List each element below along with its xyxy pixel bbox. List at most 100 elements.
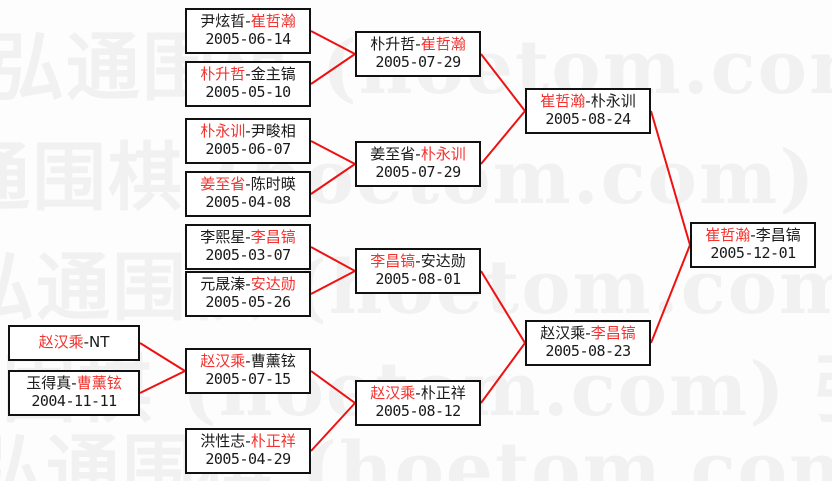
match-players: 元晟溱-安达勋 (200, 275, 296, 294)
player-a: 姜至省 (200, 175, 246, 194)
match-players: 赵汉乘-李昌镐 (540, 324, 636, 343)
player-b: 崔哲瀚 (420, 35, 466, 54)
connector-line (480, 342, 526, 404)
match-date: 2005-07-15 (205, 370, 291, 388)
player-b: 安达勋 (420, 252, 466, 271)
connector-line (139, 370, 186, 394)
match-players: 赵汉乘-朴正祥 (370, 384, 465, 403)
player-a: 赵汉乘 (540, 324, 586, 343)
match-players: 姜至省-朴永训 (370, 145, 465, 164)
match-date: 2005-08-12 (375, 402, 461, 420)
player-a: 崔哲瀚 (705, 226, 751, 245)
player-separator: - (415, 252, 421, 271)
match-players: 李昌镐-安达勋 (370, 252, 466, 271)
connector-line (480, 270, 526, 344)
player-b: NT (89, 333, 110, 352)
match-players: 姜至省-陈时暎 (200, 175, 296, 194)
player-a: 赵汉乘 (38, 333, 84, 352)
connector-line (310, 140, 356, 165)
player-separator: - (245, 122, 251, 141)
player-a: 姜至省 (370, 145, 416, 164)
connector-line (480, 53, 526, 112)
match-date: 2005-12-01 (710, 244, 796, 262)
player-a: 玉得真 (26, 374, 72, 393)
player-separator: - (245, 65, 251, 84)
player-b: 朴正祥 (250, 432, 296, 451)
match-date: 2005-05-26 (205, 293, 291, 311)
player-b: 安达勋 (250, 275, 296, 294)
player-separator: - (415, 384, 421, 403)
player-a: 李熙星 (200, 228, 246, 247)
player-a: 李昌镐 (370, 252, 416, 271)
match-date: 2005-08-23 (545, 342, 631, 360)
player-separator: - (750, 226, 756, 245)
player-separator: - (83, 333, 90, 352)
match-players: 朴永训-尹畯相 (200, 122, 296, 141)
match-date: 2005-08-24 (545, 110, 631, 128)
connector-line (139, 342, 186, 372)
player-a: 崔哲瀚 (540, 92, 586, 111)
player-b: 李昌镐 (755, 226, 801, 245)
match-date: 2005-04-29 (205, 450, 291, 468)
player-a: 朴永训 (200, 122, 246, 141)
player-separator: - (245, 228, 251, 247)
player-separator: - (415, 35, 421, 54)
match-players: 赵汉乘-NT (38, 333, 110, 352)
match-players: 崔哲瀚-李昌镐 (705, 226, 801, 245)
player-separator: - (245, 275, 251, 294)
player-b: 曹薰铉 (76, 374, 122, 393)
player-b: 李昌镐 (590, 324, 636, 343)
connector-line (310, 246, 356, 272)
match-date: 2005-05-10 (205, 83, 291, 101)
player-b: 尹畯相 (250, 122, 296, 141)
player-b: 朴永训 (590, 92, 636, 111)
connector-line (310, 163, 356, 195)
player-b: 李昌镐 (250, 228, 296, 247)
connector-line (310, 270, 356, 295)
match-date: 2005-06-07 (205, 140, 291, 158)
player-separator: - (245, 432, 251, 451)
match-players: 玉得真-曹薰铉 (26, 374, 122, 393)
player-separator: - (245, 12, 251, 31)
player-b: 曹薰铉 (250, 352, 296, 371)
player-b: 陈时暎 (250, 175, 296, 194)
match-players: 朴升哲-崔哲瀚 (370, 35, 466, 54)
match-date: 2005-07-29 (375, 163, 461, 181)
match-date: 2005-04-08 (205, 193, 291, 211)
match-date: 2005-07-29 (375, 53, 461, 71)
connector-line (310, 402, 356, 452)
match-players: 李熙星-李昌镐 (200, 228, 296, 247)
player-a: 元晟溱 (200, 275, 246, 294)
player-a: 尹炫晢 (200, 12, 246, 31)
match-players: 赵汉乘-曹薰铉 (200, 352, 296, 371)
match-players: 崔哲瀚-朴永训 (540, 92, 636, 111)
connector-line (310, 30, 356, 55)
player-a: 朴升哲 (370, 35, 416, 54)
match-date: 2004-11-11 (31, 392, 117, 410)
match-players: 尹炫晢-崔哲瀚 (200, 12, 295, 31)
match-date: 2005-06-14 (205, 30, 291, 48)
match-players: 朴升哲-金主镐 (200, 65, 295, 84)
connector-line (310, 53, 356, 85)
connector-line (650, 244, 691, 344)
match-box[interactable]: 赵汉乘-NT (8, 325, 140, 361)
match-date: 2005-03-07 (205, 246, 291, 264)
player-a: 赵汉乘 (370, 384, 416, 403)
